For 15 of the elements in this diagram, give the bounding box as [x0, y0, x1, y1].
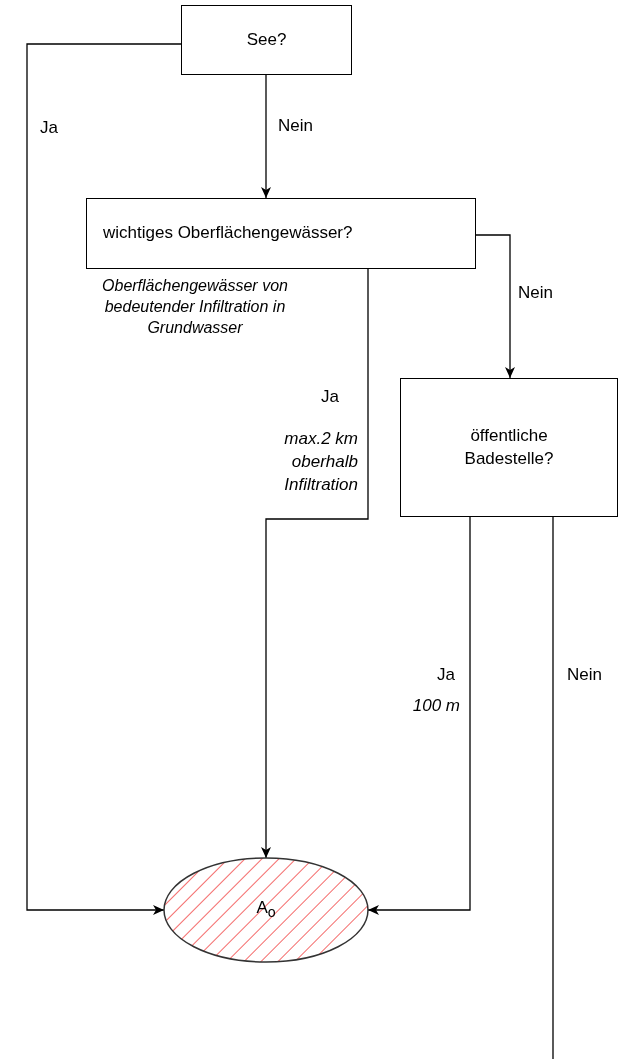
decision-box: [181, 5, 352, 75]
decision-box: [400, 378, 618, 517]
connector-line: [552, 516, 554, 1059]
node-text: wichtiges Oberflächengewässer?: [103, 222, 353, 245]
note-text: max.2 km oberhalb Infiltration: [283, 428, 358, 496]
decision-box: [86, 198, 476, 269]
arrow: [26, 43, 182, 915]
arrow: [261, 74, 271, 199]
annotation-text: Oberflächengewässer von bedeutender Infiltration in Grundwasser: [101, 276, 289, 338]
arrow: [261, 268, 369, 859]
note-text: 100 m: [411, 695, 460, 717]
node-text: See?: [246, 28, 287, 51]
node-text: öffentliche Badestelle?: [463, 424, 555, 470]
node-text: A$_{o}$: [256, 897, 276, 923]
arrow: [475, 234, 515, 379]
